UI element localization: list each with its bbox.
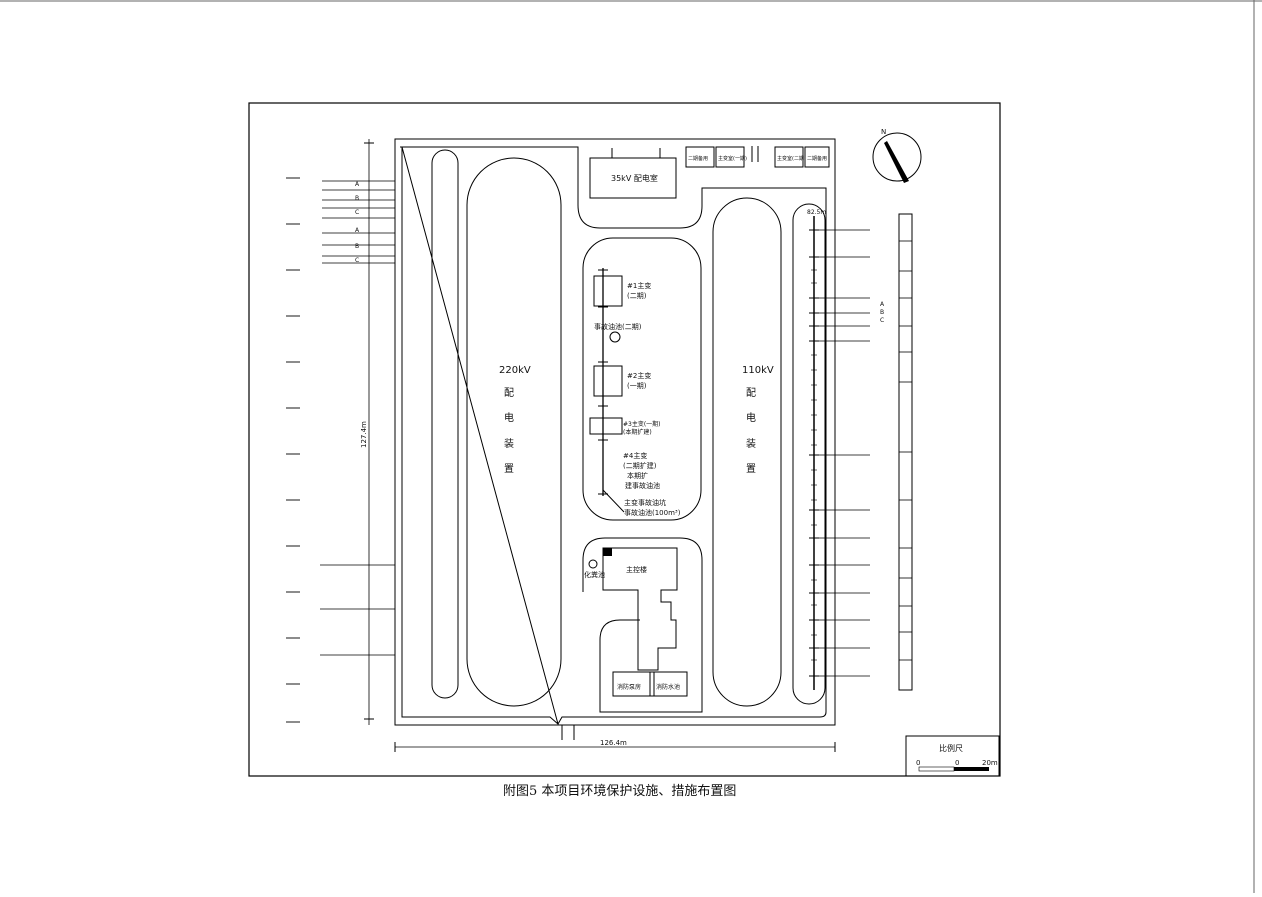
control-area-road bbox=[582, 537, 703, 713]
scale-box: 比例尺 0 0 20m bbox=[905, 735, 1000, 777]
top-box-label: 二期备用 bbox=[688, 155, 708, 162]
label-110kv-text: 配 bbox=[746, 387, 756, 399]
top-building bbox=[589, 157, 677, 199]
scale-bar-white bbox=[918, 766, 955, 772]
septic-tank-icon bbox=[588, 559, 598, 569]
top-box-label: 主变室(一期) bbox=[718, 155, 747, 162]
label-220kv-text: 220kV bbox=[499, 365, 531, 376]
label-220kv-text: 置 bbox=[504, 463, 514, 475]
oil-tank-leader bbox=[602, 489, 625, 513]
scale-frame bbox=[905, 735, 1000, 777]
phase-label: C bbox=[355, 257, 359, 264]
transformer-2-label: #2主变 bbox=[627, 371, 651, 380]
transformer-3-label: #3主变(一期) bbox=[623, 420, 661, 428]
site-boundary bbox=[394, 138, 836, 726]
label-110kv-text: 110kV bbox=[742, 365, 774, 376]
oil-pit-circle bbox=[609, 331, 621, 343]
main-control-building bbox=[602, 547, 678, 671]
scale-tick-label: 20m bbox=[982, 759, 998, 767]
transformer-4-label: #4主变 bbox=[623, 451, 647, 460]
oil-pit-label: 事故油池(二期) bbox=[594, 322, 642, 331]
phase-label: A bbox=[355, 227, 360, 234]
transformer-2 bbox=[593, 365, 623, 397]
phase-label: C bbox=[880, 317, 884, 324]
top-box-label: 二期备用 bbox=[807, 155, 827, 162]
label-220kv-text: 装 bbox=[504, 437, 514, 450]
main-control-marker bbox=[603, 548, 612, 556]
road-island-left bbox=[431, 149, 459, 699]
right-phase-labels: A B C bbox=[880, 301, 885, 324]
vertical-dimension: 127.4m bbox=[360, 139, 374, 725]
transformer-2-label: (一期) bbox=[627, 382, 647, 390]
left-line-name-column bbox=[286, 177, 300, 723]
road-island-right bbox=[792, 203, 826, 705]
label-220kv-text: 配 bbox=[504, 387, 514, 399]
top-building-label: 35kV 配电室 bbox=[611, 173, 658, 183]
right-bus-top-label: 82.5m bbox=[807, 209, 826, 216]
figure-caption: 附图5 本项目环境保护设施、措施布置图 bbox=[503, 784, 737, 799]
scale-title: 比例尺 bbox=[939, 743, 963, 753]
guard-room-label: 消防泵房 bbox=[617, 683, 641, 691]
phase-label: A bbox=[355, 181, 360, 188]
transformer-3-label: (本期扩建) bbox=[623, 428, 652, 436]
transformer-4-label: 建事故油池 bbox=[625, 481, 660, 490]
phase-label: B bbox=[355, 195, 359, 202]
label-220kv-text: 电 bbox=[504, 411, 514, 424]
guard-room-label: 消防水池 bbox=[656, 683, 680, 691]
left-phase-labels: A B C A B C bbox=[355, 181, 360, 264]
phase-label: B bbox=[355, 243, 359, 250]
top-box bbox=[715, 146, 745, 168]
oil-tank-label: 主变事故油坑 bbox=[624, 498, 666, 507]
label-110kv: 110kV 配 电 装 置 bbox=[742, 365, 774, 475]
transformer-1-label: (二期) bbox=[627, 292, 647, 300]
main-control-label: 主控楼 bbox=[626, 565, 647, 574]
scale-tick-label: 0 bbox=[955, 759, 959, 767]
label-110kv-text: 电 bbox=[746, 411, 756, 424]
transformer-bus bbox=[598, 268, 608, 496]
top-box bbox=[685, 146, 715, 168]
oil-tank-label: 事故油池(100m³) bbox=[624, 508, 681, 517]
label-220kv: 220kV 配 电 装 置 bbox=[499, 365, 531, 475]
top-box bbox=[804, 146, 830, 168]
phase-label: C bbox=[355, 209, 359, 216]
drawing-border bbox=[248, 102, 1001, 777]
top-box-label: 主变室(二期) bbox=[777, 155, 806, 162]
transformer-area bbox=[582, 237, 702, 521]
transformer-4-label: (二期扩建) bbox=[623, 461, 657, 470]
transformer-3 bbox=[589, 417, 623, 435]
septic-tank-label: 化粪池 bbox=[584, 570, 605, 579]
area-220kv bbox=[466, 157, 562, 707]
label-110kv-text: 装 bbox=[746, 437, 756, 450]
left-feeders bbox=[320, 180, 395, 656]
compass-label: N bbox=[881, 128, 886, 136]
horizontal-dimension: 126.4m bbox=[394, 725, 836, 752]
area-110kv bbox=[712, 197, 782, 707]
north-arrow: N bbox=[872, 128, 922, 183]
right-bus: 82.5m bbox=[807, 209, 826, 690]
transformer-1-label: #1主变 bbox=[627, 281, 651, 290]
h-dim-label: 126.4m bbox=[600, 739, 627, 747]
compass-needle bbox=[884, 141, 909, 183]
top-box bbox=[774, 146, 804, 168]
right-bus-ticks bbox=[809, 229, 870, 677]
transformer-4-label: 本期扩 bbox=[627, 471, 648, 480]
phase-label: A bbox=[880, 301, 885, 308]
scale-bar-black bbox=[954, 767, 989, 771]
top-boxes: 二期备用 主变室(一期) 主变室(二期) 二期备用 bbox=[685, 146, 830, 168]
phase-label: B bbox=[880, 309, 884, 316]
right-line-name-dividers bbox=[899, 240, 912, 661]
v-dim-label: 127.4m bbox=[360, 421, 368, 448]
compass-circle bbox=[872, 132, 922, 182]
label-110kv-text: 置 bbox=[746, 463, 756, 475]
transformer-1 bbox=[593, 275, 623, 307]
scale-tick-label: 0 bbox=[916, 759, 920, 767]
road-outer bbox=[400, 146, 827, 726]
